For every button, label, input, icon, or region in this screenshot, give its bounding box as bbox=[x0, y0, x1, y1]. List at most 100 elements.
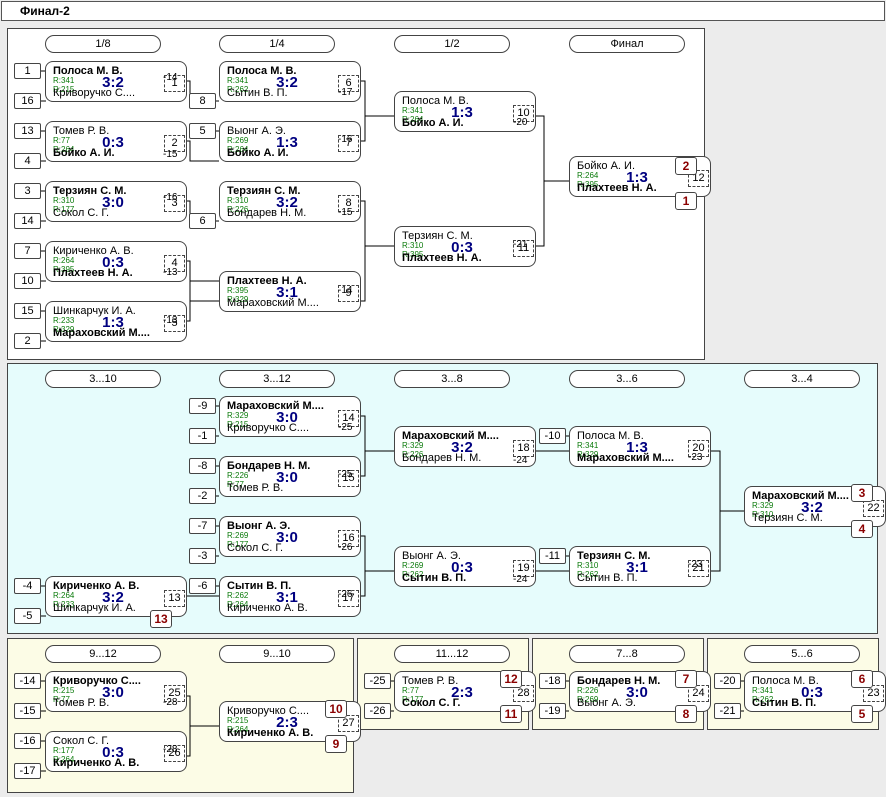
rating-1: R:341 bbox=[752, 686, 774, 695]
flow-label-15: -24 bbox=[513, 455, 528, 466]
player-2[interactable]: Плахтеев Н. А. bbox=[577, 182, 657, 194]
player-2[interactable]: Бондарев Н. М. bbox=[402, 452, 482, 464]
match-score: 3:0 bbox=[102, 684, 124, 701]
player-2[interactable]: Бондарев Н. М. bbox=[227, 207, 307, 219]
player-2[interactable]: Томев Р. В. bbox=[227, 482, 284, 494]
match-number: 8 bbox=[338, 195, 359, 212]
rating-2: R:264 bbox=[402, 115, 424, 124]
player-2[interactable]: Мараховский М.... bbox=[227, 297, 319, 309]
seed-l20: -20 bbox=[714, 673, 741, 689]
rating-1: R:310 bbox=[577, 561, 599, 570]
match-number: 26 bbox=[164, 745, 185, 762]
window-title: Финал-2 bbox=[1, 1, 885, 21]
seed-s4: 4 bbox=[14, 153, 41, 169]
player-2[interactable]: Бойко А. И. bbox=[402, 117, 464, 129]
player-2[interactable]: Криворучко С.... bbox=[227, 422, 310, 434]
rating-2: R:77 bbox=[53, 695, 70, 704]
flow-label-2: -16 bbox=[163, 192, 178, 203]
match-score: 0:3 bbox=[102, 744, 124, 761]
player-2[interactable]: Сытин В. П. bbox=[577, 572, 638, 584]
player-2[interactable]: Томев Р. В. bbox=[53, 697, 110, 709]
flow-label-16: -24 bbox=[513, 574, 528, 585]
player-2[interactable]: Бойко А. И. bbox=[53, 147, 115, 159]
rating-2: R:395 bbox=[577, 180, 599, 189]
rating-2: R:177 bbox=[227, 540, 249, 549]
player-2[interactable]: Сытин В. П. bbox=[402, 572, 467, 584]
player-2[interactable]: Мараховский М.... bbox=[577, 452, 674, 464]
rating-2: R:177 bbox=[53, 205, 75, 214]
player-2[interactable]: Сокол С. Г. bbox=[402, 697, 461, 709]
player-2[interactable]: Сокол С. Г. bbox=[53, 207, 110, 219]
seed-s15: 15 bbox=[14, 303, 41, 319]
player-2[interactable]: Шинкарчук И. А. bbox=[53, 602, 136, 614]
rating-2: R:215 bbox=[227, 420, 249, 429]
player-2[interactable]: Криворучко С.... bbox=[53, 87, 136, 99]
player-2[interactable]: Плахтеев Н. А. bbox=[53, 267, 133, 279]
player-2[interactable]: Кириченко А. В. bbox=[227, 602, 308, 614]
player-2[interactable]: Кириченко А. В. bbox=[53, 757, 140, 769]
player-2[interactable]: Плахтеев Н. А. bbox=[402, 252, 482, 264]
place-p8: 8 bbox=[675, 705, 697, 723]
seed-l6: -6 bbox=[189, 578, 216, 594]
player-2[interactable]: Сытин В. П. bbox=[752, 697, 817, 709]
place-p1: 1 bbox=[675, 192, 697, 210]
seed-s5: 5 bbox=[189, 123, 216, 139]
round-header-r12: 1/2 bbox=[394, 35, 510, 53]
flow-label-8: -14 bbox=[338, 285, 353, 296]
flow-label-7: -15 bbox=[338, 207, 353, 218]
match-score: 3:2 bbox=[102, 74, 124, 91]
player-2[interactable]: Сытин В. П. bbox=[227, 87, 288, 99]
rating-1: R:269 bbox=[227, 531, 249, 540]
seed-l14: -14 bbox=[14, 673, 41, 689]
flow-label-13: -26 bbox=[338, 542, 353, 553]
player-2[interactable]: Мараховский М.... bbox=[53, 327, 150, 339]
player-2[interactable]: Выонг А. Э. bbox=[577, 697, 636, 709]
place-p2: 2 bbox=[675, 157, 697, 175]
player-2[interactable]: Бойко А. И. bbox=[227, 147, 289, 159]
round-header-r14: 1/4 bbox=[219, 35, 335, 53]
place-p4: 4 bbox=[851, 520, 873, 538]
seed-l19: -19 bbox=[539, 703, 566, 719]
rating-1: R:226 bbox=[577, 686, 599, 695]
match-number: 22 bbox=[863, 500, 884, 517]
round-header-c910: 9...10 bbox=[219, 645, 335, 663]
match-score: 3:0 bbox=[626, 684, 648, 701]
seed-l5: -5 bbox=[14, 608, 41, 624]
seed-l25: -25 bbox=[364, 673, 391, 689]
player-2[interactable]: Кириченко А. В. bbox=[227, 727, 314, 739]
player-2[interactable]: Терзиян С. М. bbox=[752, 512, 823, 524]
rating-2: R:262 bbox=[752, 695, 774, 704]
player-2[interactable]: Сокол С. Г. bbox=[227, 542, 284, 554]
match-score: 1:3 bbox=[102, 314, 124, 331]
seed-l4: -4 bbox=[14, 578, 41, 594]
round-header-c310: 3...10 bbox=[45, 370, 161, 388]
match-score: 3:2 bbox=[276, 194, 298, 211]
rating-1: R:310 bbox=[402, 241, 424, 250]
round-header-c36: 3...6 bbox=[569, 370, 685, 388]
rating-2: R:226 bbox=[227, 205, 249, 214]
match-number: 28 bbox=[513, 685, 534, 702]
match-score: 3:2 bbox=[451, 439, 473, 456]
